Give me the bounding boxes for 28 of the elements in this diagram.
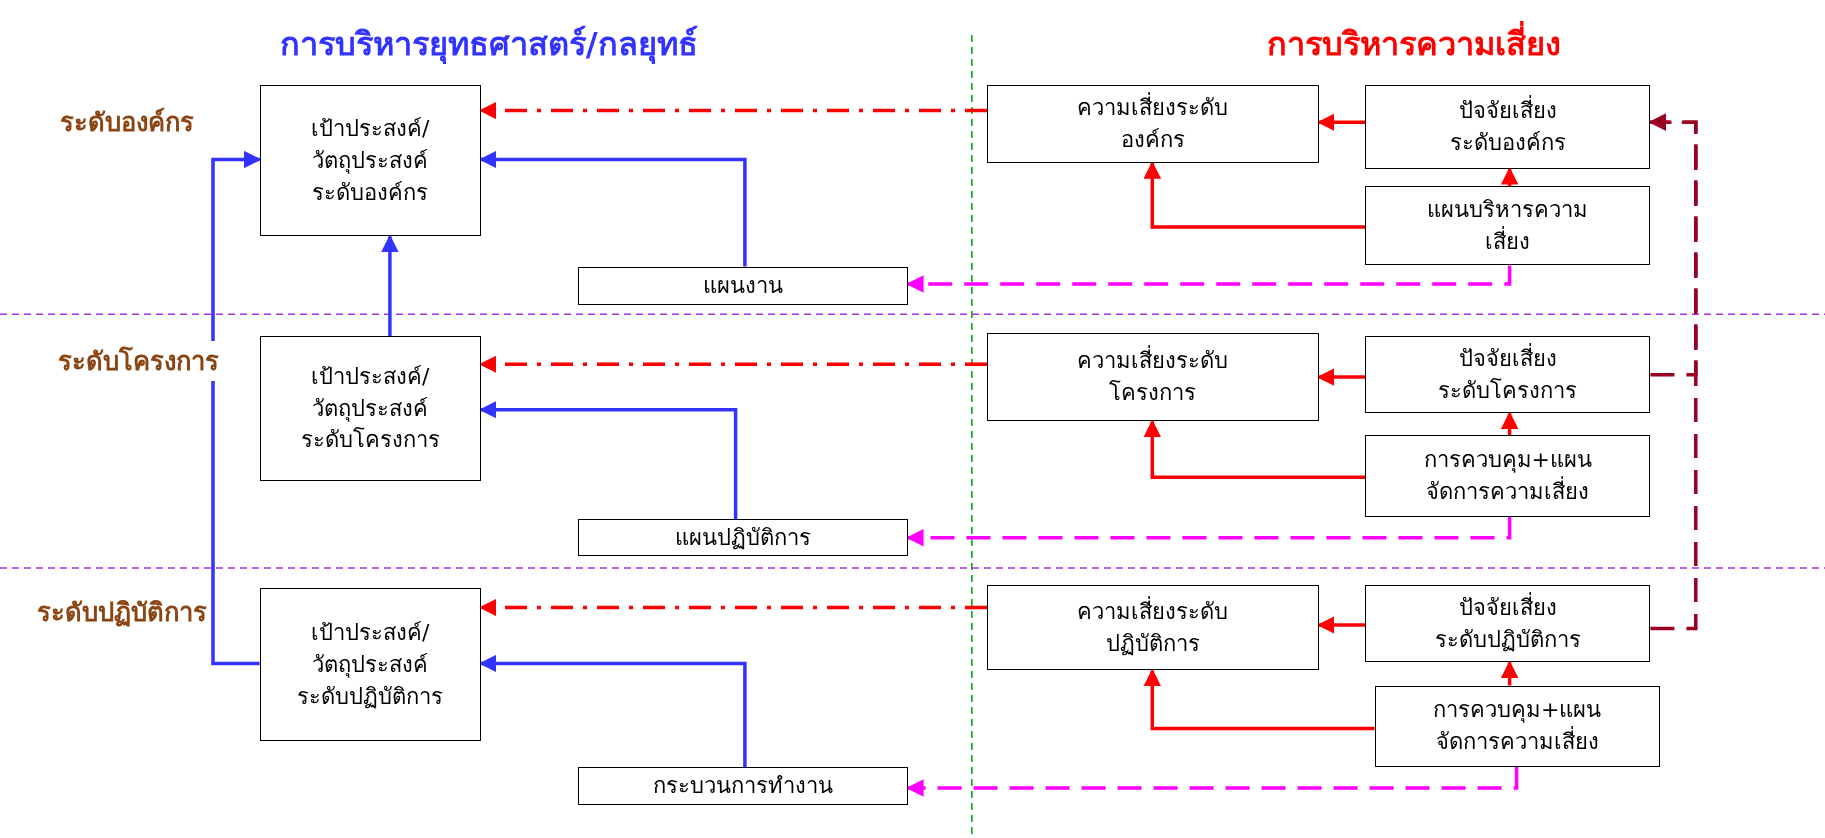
text-box: แผนบริหารความ เสี่ยง [1365, 186, 1651, 266]
text-box: แผนปฏิบัติการ [578, 519, 908, 557]
arrow [1143, 161, 1366, 229]
arrow [906, 516, 1512, 547]
text-box: กระบวนการทำงาน [578, 767, 908, 806]
arrow [906, 265, 1512, 293]
text-box: ความเสี่ยงระดับ ปฏิบัติการ [987, 585, 1319, 671]
text-box: ปัจจัยเสี่ยง ระดับองค์กร [1365, 84, 1651, 169]
text-box: เป้าประสงค์/ วัตถุประสงค์ ระดับองค์กร [259, 84, 481, 237]
text-box: ความเสี่ยงระดับ โครงการ [987, 332, 1319, 422]
text-box: เป้าประสงค์/ วัตถุประสงค์ ระดับโครงการ [259, 336, 481, 481]
arrow [906, 767, 1519, 797]
text-box: เป้าประสงค์/ วัตถุประสงค์ ระดับปฏิบัติการ [259, 587, 481, 742]
arrow [211, 150, 262, 666]
arrow [1143, 419, 1366, 479]
arrow [1143, 668, 1375, 731]
text-box: ความเสี่ยงระดับ องค์กร [987, 84, 1319, 163]
text-box: แผนงาน [578, 266, 908, 305]
text-box: การควบคุม+แผน จัดการความเสี่ยง [1374, 685, 1660, 767]
arrow [1500, 660, 1519, 686]
text-box: การควบคุม+แผน จัดการความเสี่ยง [1365, 435, 1651, 517]
arrow [1500, 411, 1519, 436]
text-box: ปัจจัยเสี่ยง ระดับโครงการ [1365, 336, 1651, 414]
level-label: ระดับโครงการ [55, 340, 221, 381]
arrow [1648, 113, 1698, 631]
arrow [381, 234, 399, 337]
text-box: ปัจจัยเสี่ยง ระดับปฏิบัติการ [1365, 585, 1651, 663]
arrow [1500, 167, 1519, 187]
